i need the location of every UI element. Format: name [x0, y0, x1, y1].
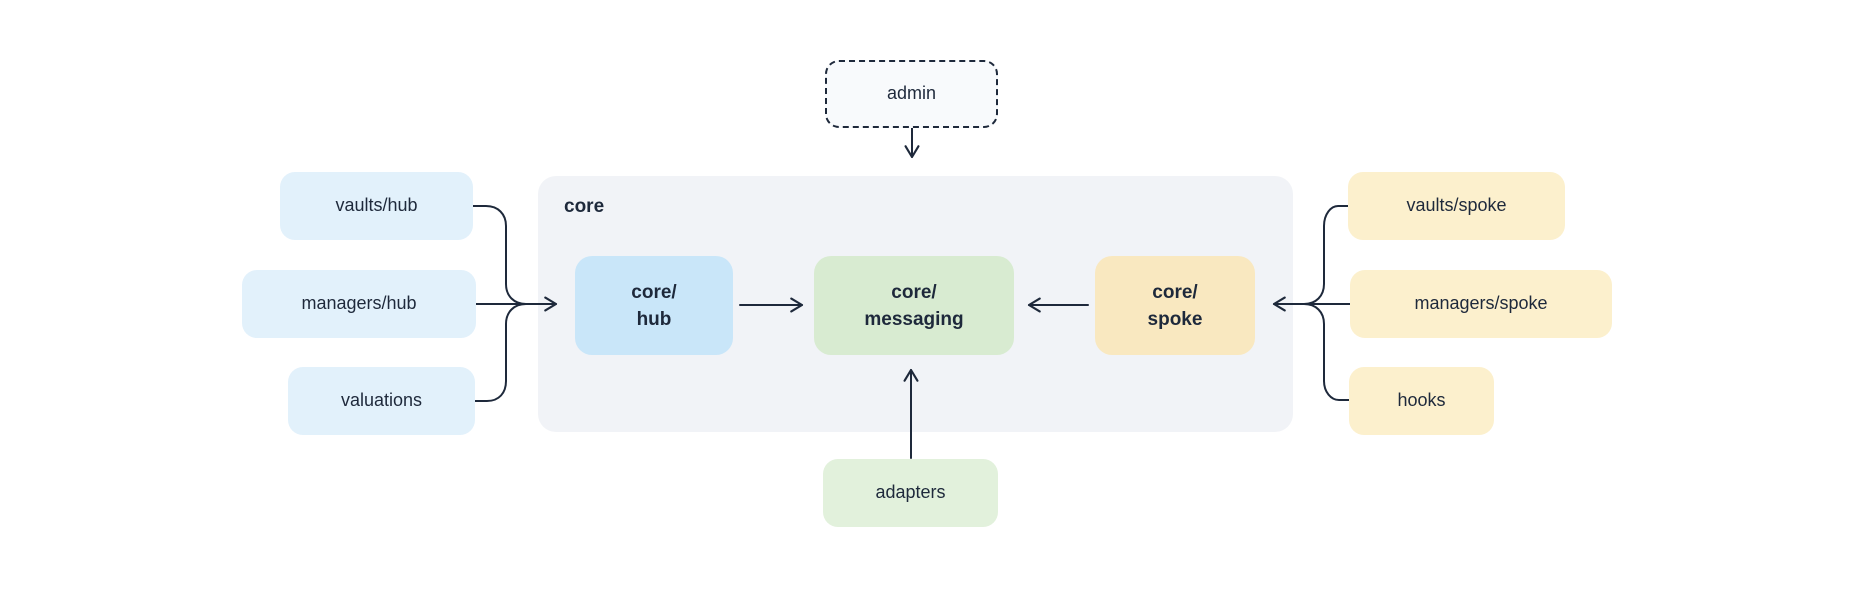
vaults-hub-node: vaults/hub: [280, 172, 473, 240]
vaults-hub-label: vaults/hub: [335, 195, 418, 216]
core-spoke-label-line1: core/: [1152, 281, 1198, 303]
core-messaging-label-line2: messaging: [864, 308, 964, 330]
edge-vaults-hub-merge: [472, 205, 527, 305]
edge-vaults-spoke-merge: [1303, 205, 1349, 305]
admin-node: admin: [825, 60, 998, 128]
valuations-label: valuations: [340, 390, 423, 411]
vaults-spoke-label: vaults/spoke: [1406, 195, 1507, 216]
edge-valuations-merge: [474, 303, 527, 402]
managers-spoke-label: managers/spoke: [1414, 293, 1548, 314]
core-messaging-label-line1: core/: [891, 281, 937, 303]
managers-hub-node: managers/hub: [242, 270, 476, 338]
edge-hooks-merge: [1303, 303, 1350, 401]
core-messaging-node: core/ messaging: [814, 256, 1014, 355]
core-spoke-node: core/ spoke: [1095, 256, 1255, 355]
core-hub-label-line2: hub: [636, 308, 672, 330]
hooks-label: hooks: [1397, 390, 1446, 411]
hooks-node: hooks: [1349, 367, 1494, 435]
adapters-node: adapters: [823, 459, 998, 527]
core-hub-node: core/ hub: [575, 256, 733, 355]
valuations-node: valuations: [288, 367, 475, 435]
managers-hub-label: managers/hub: [301, 293, 417, 314]
core-hub-label-line1: core/: [631, 281, 677, 303]
managers-spoke-node: managers/spoke: [1350, 270, 1612, 338]
core-group-label: core: [564, 196, 605, 217]
vaults-spoke-node: vaults/spoke: [1348, 172, 1565, 240]
admin-label: admin: [886, 83, 937, 104]
core-spoke-label-line2: spoke: [1147, 308, 1203, 330]
adapters-label: adapters: [875, 482, 946, 503]
